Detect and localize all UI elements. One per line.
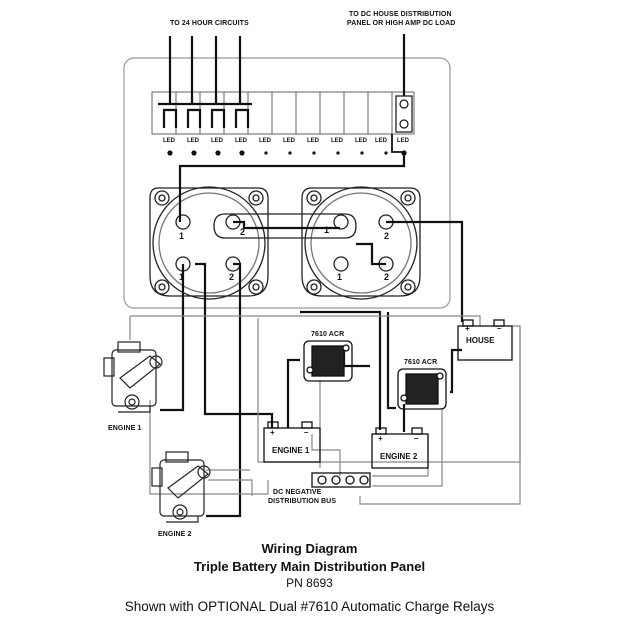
engine1-plus: + xyxy=(270,428,275,437)
label-house-distribution-1: TO DC HOUSE DISTRIBUTION xyxy=(349,11,452,18)
acr-relay-left xyxy=(303,340,353,382)
label-engine1-motor: ENGINE 1 xyxy=(108,425,142,432)
battery-switch-left xyxy=(149,186,269,300)
engine2-battery xyxy=(371,427,429,469)
led-label-10: LED xyxy=(375,138,387,144)
post-label-l-tl: 1 xyxy=(179,231,185,241)
label-acr-left: 7610 ACR xyxy=(311,331,345,338)
house-plus: + xyxy=(465,324,470,333)
part-number: PN 8693 xyxy=(286,576,333,590)
led-label-8: LED xyxy=(331,138,343,144)
post-label-r-tl: 1 xyxy=(324,225,330,235)
label-24-hour-circuits: TO 24 HOUR CIRCUITS xyxy=(170,20,249,27)
post-label-l-br: 2 xyxy=(229,272,235,282)
led-label-7: LED xyxy=(307,138,319,144)
post-label-r-bl: 1 xyxy=(337,272,343,282)
led-label-2: LED xyxy=(187,138,199,144)
title-line-1: Wiring Diagram xyxy=(261,541,358,556)
circuit-wires xyxy=(158,34,406,128)
label-acr-right: 7610 ACR xyxy=(404,359,438,366)
led-label-3: LED xyxy=(211,138,223,144)
acr-relay-right xyxy=(397,368,447,410)
label-house-battery: HOUSE xyxy=(466,336,495,345)
led-label-11: LED xyxy=(397,138,409,144)
panel-outline xyxy=(123,57,451,309)
post-label-l-bl: 1 xyxy=(179,272,185,282)
negative-wiring xyxy=(129,315,521,505)
label-engine2-battery: ENGINE 2 xyxy=(380,452,418,461)
label-engine1-battery: ENGINE 1 xyxy=(272,446,310,455)
house-minus: – xyxy=(497,324,502,333)
engine2-plus: + xyxy=(378,434,383,443)
engine1-motor-drawing xyxy=(103,341,163,413)
title-line-2: Triple Battery Main Distribution Panel xyxy=(193,559,426,574)
engine2-motor-drawing xyxy=(151,451,211,523)
post-label-r-tr: 2 xyxy=(384,231,390,241)
caption: Shown with OPTIONAL Dual #7610 Automatic… xyxy=(124,599,495,614)
main-wiring xyxy=(160,152,464,518)
label-engine2-motor: ENGINE 2 xyxy=(158,531,192,538)
house-battery xyxy=(457,319,513,361)
led-label-9: LED xyxy=(355,138,367,144)
label-bus-1: DC NEGATIVE xyxy=(273,489,322,496)
battery-switch-right xyxy=(301,186,421,300)
engine2-minus: – xyxy=(414,434,419,443)
label-bus-2: DISTRIBUTION BUS xyxy=(268,498,337,505)
led-dots xyxy=(167,150,407,156)
post-label-l-tr: 2 xyxy=(240,227,246,237)
engine1-minus: – xyxy=(304,428,309,437)
engine1-battery xyxy=(263,421,321,463)
led-label-4: LED xyxy=(235,138,247,144)
dc-negative-bus xyxy=(311,472,371,488)
led-label-5: LED xyxy=(259,138,271,144)
led-label-1: LED xyxy=(163,138,175,144)
led-label-6: LED xyxy=(283,138,295,144)
switch-link-bar xyxy=(213,213,357,239)
house-breaker xyxy=(391,95,413,153)
post-label-r-br: 2 xyxy=(384,272,390,282)
label-house-distribution-2: PANEL OR HIGH AMP DC LOAD xyxy=(347,20,456,27)
